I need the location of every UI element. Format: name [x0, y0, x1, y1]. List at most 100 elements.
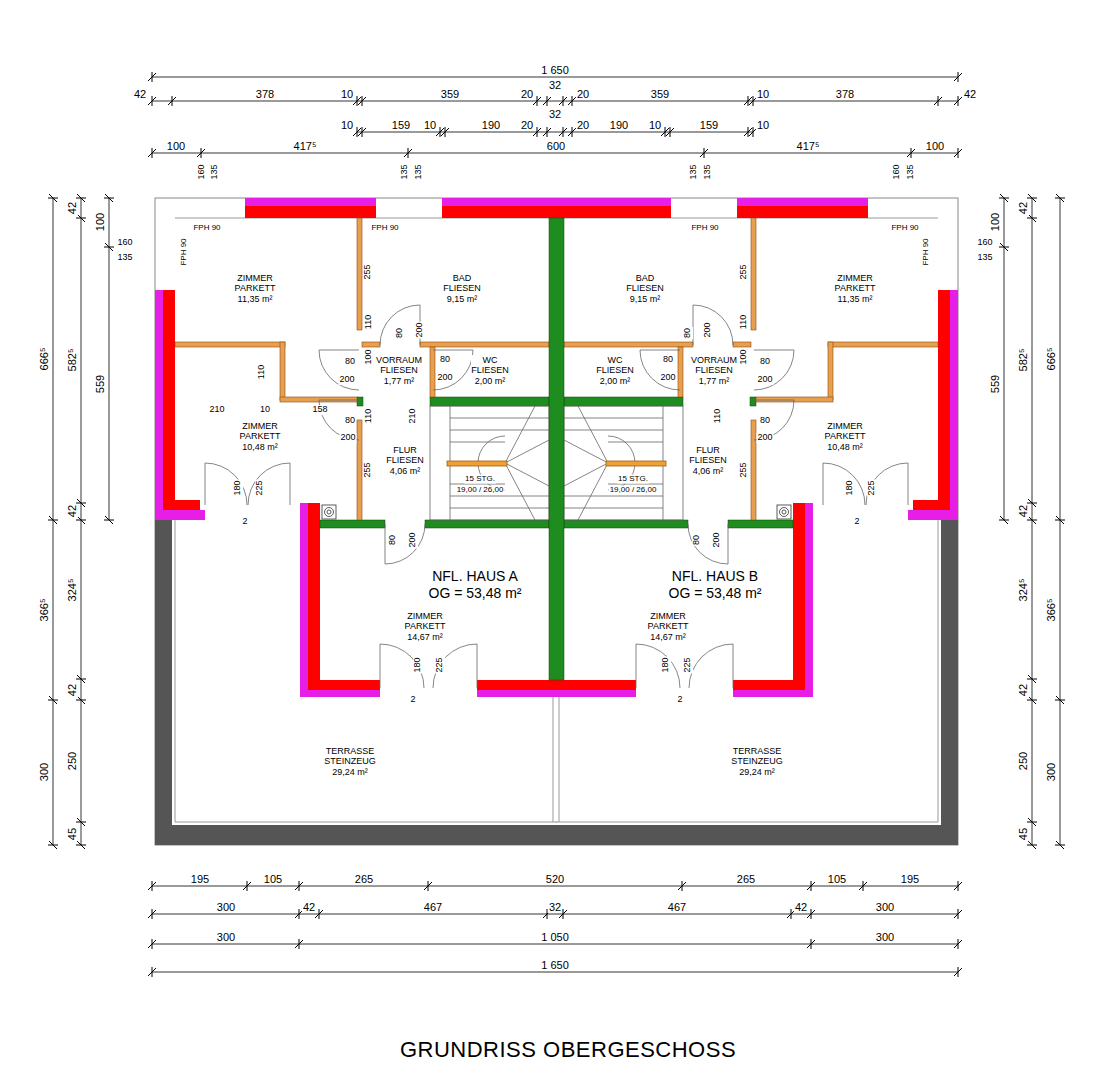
door-dimension: 180 — [413, 656, 423, 673]
dimension-label: 10 — [340, 88, 354, 100]
floor-area-label: OG = 53,48 m² — [428, 586, 523, 601]
door-dimension: 180 — [233, 479, 243, 496]
door-dimension: 180 — [661, 656, 671, 673]
dimension-label: 559 — [989, 374, 1001, 394]
door-dimension: 200 — [339, 433, 356, 443]
room-name: TERRASSE STEINZEUG — [731, 746, 783, 767]
room-area: 11,35 m² — [238, 294, 273, 304]
door-dimension: 200 — [712, 531, 722, 548]
door-dimension: 200 — [756, 375, 773, 385]
floor-area-label: NFL. HAUS A — [431, 569, 519, 584]
dimension-label: 10 — [756, 88, 770, 100]
room-name: ZIMMER PARKETT — [825, 421, 866, 442]
house-b-plan — [556, 198, 958, 845]
room-name: BAD FLIESEN — [626, 273, 664, 294]
door-dimension: 2 — [241, 517, 248, 527]
stair-label: 19,00 / 26,00 — [456, 486, 505, 495]
room-area: 14,67 m² — [407, 632, 443, 642]
terrace-divider — [553, 697, 559, 822]
dimension-label: 45 — [1017, 827, 1029, 841]
dimension-label: 20 — [576, 119, 590, 131]
room-name: ZIMMER PARKETT — [648, 611, 689, 632]
window-label: FPH 90 — [690, 224, 719, 233]
dimension-label: 378 — [835, 88, 855, 100]
dimension-label: 42 — [66, 201, 78, 215]
door-dimension: 200 — [436, 373, 453, 383]
dimension-label: 42 — [1017, 201, 1029, 215]
room-label: ZIMMER PARKETT14,67 m² — [401, 610, 450, 646]
door-dimension: 255 — [363, 461, 373, 478]
dimension-label: 20 — [576, 88, 590, 100]
door-dimension: 158 — [311, 405, 328, 415]
dimension-label: 300 — [216, 901, 236, 913]
door-dimension: 2 — [409, 695, 416, 705]
dimension-label: 160 — [197, 163, 207, 180]
room-name: ZIMMER PARKETT — [235, 273, 276, 294]
door-dimension: 180 — [845, 479, 855, 496]
room-label: ZIMMER PARKETT10,48 m² — [236, 420, 285, 456]
dimension-label: 190 — [481, 119, 501, 131]
dimension-line — [1060, 198, 1061, 845]
dimension-label: 366⁵ — [38, 598, 50, 623]
door-dimension: 80 — [692, 534, 702, 546]
room-area: 9,15 m² — [447, 294, 478, 304]
room-area: 10,48 m² — [827, 442, 863, 452]
door-dimension: 200 — [338, 375, 355, 385]
dimension-label: 42 — [302, 901, 316, 913]
stair-label: 15 STG. — [464, 475, 496, 484]
room-name: WC FLIESEN — [596, 355, 634, 376]
dimension-line — [152, 77, 958, 78]
dimension-line — [1004, 198, 1005, 520]
room-area: 10,48 m² — [242, 442, 278, 452]
door-dimension: 210 — [408, 407, 418, 424]
room-label: ZIMMER PARKETT10,48 m² — [821, 420, 870, 456]
dimension-label: 135 — [703, 163, 713, 180]
room-area: 14,67 m² — [650, 632, 686, 642]
dimension-line — [357, 132, 753, 133]
dimension-label: 467 — [667, 901, 687, 913]
dimension-label: 135 — [400, 163, 410, 180]
dimension-label: 300 — [38, 762, 50, 782]
door-dimension: 110 — [739, 314, 749, 330]
room-label: VORRAUM FLIESEN1,77 m² — [372, 354, 427, 390]
dimension-label: 20 — [520, 119, 534, 131]
stair-label: 15 STG. — [617, 475, 649, 484]
door-dimension: 110 — [364, 314, 374, 330]
room-label: FLUR FLIESEN4,06 m² — [382, 444, 428, 480]
door-dimension: 2 — [853, 517, 860, 527]
door-dimension: 10 — [259, 405, 271, 415]
dimension-label: 1 650 — [540, 64, 570, 76]
room-name: BAD FLIESEN — [443, 273, 481, 294]
door-dimension: 100 — [739, 348, 749, 365]
room-name: FLUR FLIESEN — [689, 445, 727, 466]
building-outline — [155, 198, 958, 845]
dimension-label: 135 — [210, 163, 220, 180]
dimension-label: 195 — [900, 873, 920, 885]
dimension-label: 265 — [354, 873, 374, 885]
room-label: WC FLIESEN2,00 m² — [592, 354, 638, 390]
room-area: 2,00 m² — [600, 376, 631, 386]
dimension-label: 300 — [1045, 762, 1057, 782]
dimension-label: 42 — [66, 504, 78, 518]
door-dimension: 110 — [364, 408, 374, 424]
door-dimension: 80 — [662, 355, 674, 365]
window-label: FPH 90 — [922, 237, 931, 266]
outer-wall — [442, 198, 671, 218]
dimension-label: 250 — [66, 751, 78, 771]
dimension-label: 42 — [794, 901, 808, 913]
dimension-line — [152, 914, 958, 915]
dimension-line — [152, 972, 958, 973]
door-dimension: 80 — [395, 327, 405, 339]
dimension-label: 42 — [1017, 683, 1029, 697]
room-area: 1,77 m² — [699, 376, 730, 386]
dimension-line — [152, 101, 958, 102]
floor-area-label: OG = 53,48 m² — [668, 586, 763, 601]
dimension-label: 250 — [1017, 751, 1029, 771]
dimension-line — [53, 77, 1060, 972]
door-dimension: 80 — [759, 416, 771, 426]
dimension-label: 666⁵ — [1045, 347, 1057, 372]
dimension-label: 105 — [263, 873, 283, 885]
room-area: 4,06 m² — [693, 466, 724, 476]
